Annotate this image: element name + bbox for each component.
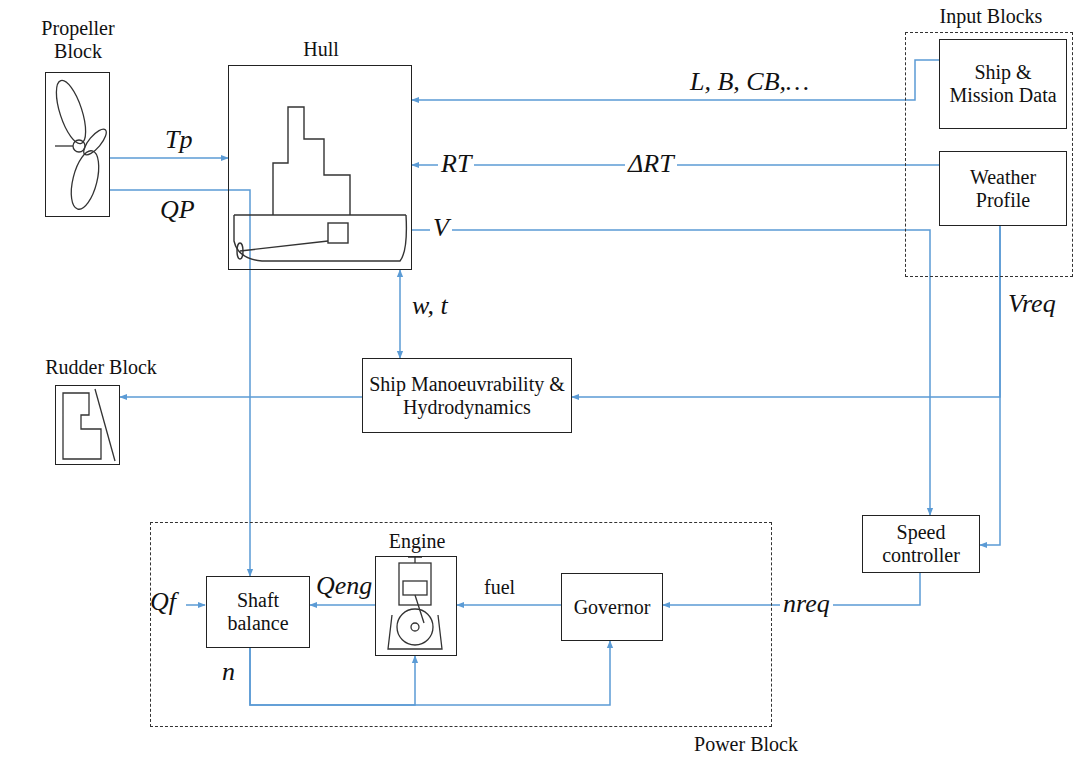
signal-arrow — [250, 648, 415, 705]
rudder-block: Rudder Block — [55, 385, 120, 465]
signal-label: RT — [438, 150, 474, 179]
propeller-block: Propeller Block — [45, 72, 110, 217]
input-arrow — [186, 604, 205, 606]
signal-label: w, t — [412, 292, 448, 321]
process-box: Speed controller — [862, 515, 980, 573]
signal-arrow — [110, 157, 228, 159]
signal-label: Qeng — [316, 572, 372, 601]
signal-arrow — [457, 604, 561, 606]
block-heading: Power Block — [681, 733, 811, 756]
box-label: Speed controller — [868, 521, 974, 567]
signal-arrow — [412, 60, 939, 100]
signal-label: L, B, CB,… — [690, 68, 809, 97]
box-label: Ship & Mission Data — [945, 61, 1061, 107]
box-label: Shaft balance — [212, 589, 304, 635]
rudder-illustration — [55, 385, 120, 465]
signal-arrow — [572, 226, 1000, 397]
block-heading: Input Blocks — [916, 5, 1066, 28]
power-group: Power BlockShaft balanceEngineGovernor — [150, 522, 772, 727]
signal-label: fuel — [484, 576, 515, 598]
signal-label: QP — [160, 196, 195, 225]
propeller-illustration — [45, 72, 110, 217]
process-box: Governor — [561, 573, 663, 641]
process-box: Ship Manoeuvrability & Hydrodynamics — [362, 358, 572, 433]
signal-arrow — [399, 270, 401, 358]
signal-arrow — [110, 190, 250, 576]
signal-label: ΔRT — [625, 150, 677, 179]
signal-arrow — [250, 641, 610, 705]
process-box: Shaft balance — [206, 576, 310, 648]
box-label: Ship Manoeuvrability & Hydrodynamics — [368, 373, 566, 419]
signal-label: nreq — [780, 590, 833, 619]
box-label: Weather Profile — [945, 166, 1061, 212]
hull-block: Hull — [228, 65, 412, 270]
signal-label: Tp — [165, 126, 192, 155]
signal-label: n — [222, 658, 235, 687]
signal-arrow — [310, 604, 375, 606]
signal-label: Vreq — [1008, 290, 1056, 319]
block-heading: Hull — [229, 38, 413, 61]
engine-illustration — [374, 555, 456, 655]
input-group: Input BlocksShip & Mission DataWeather P… — [905, 32, 1073, 277]
input-box: Weather Profile — [939, 151, 1067, 226]
signal-arrow — [120, 396, 362, 398]
block-heading: Rudder Block — [41, 356, 161, 379]
box-label: Governor — [574, 596, 651, 619]
engine-block: Engine — [375, 556, 457, 656]
block-heading: Engine — [366, 530, 468, 553]
input-box: Ship & Mission Data — [939, 39, 1067, 129]
hull-illustration — [228, 65, 412, 270]
signal-label: V — [430, 214, 452, 243]
signal-arrow — [980, 226, 1000, 545]
block-heading: Propeller Block — [32, 17, 124, 63]
signal-label: Qf — [150, 588, 176, 617]
